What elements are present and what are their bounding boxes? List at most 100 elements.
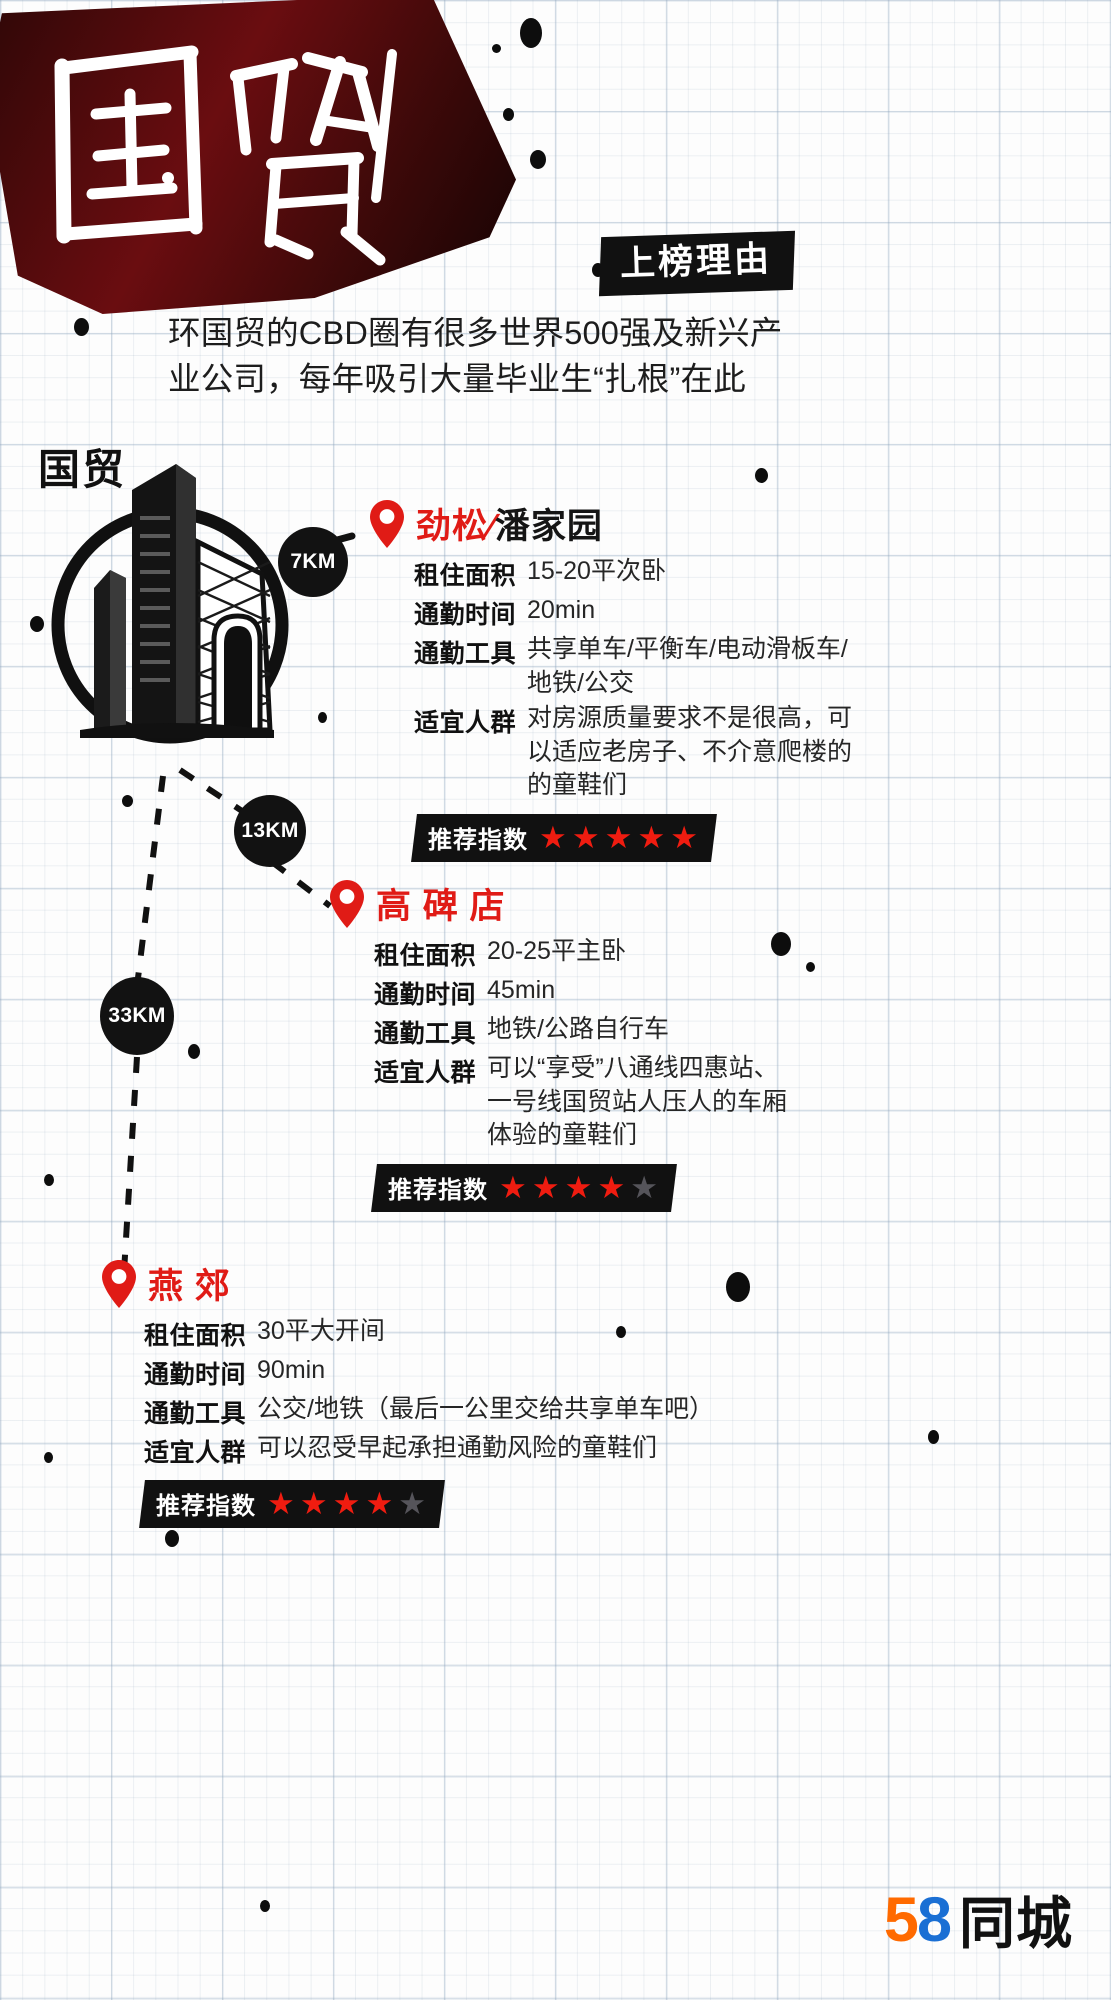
logo-digit-5: 5 <box>883 1884 919 1955</box>
detail-value-audience: 可以“享受”八通线四惠站、 一号线国贸站人压人的车厢 体验的童鞋们 <box>487 1052 787 1153</box>
detail-row-audience: 适宜人群 对房源质量要求不是很高，可 以适应老房子、不介意爬楼的 的童鞋们 <box>414 702 1068 803</box>
location-name-primary: 燕 郊 <box>148 1267 231 1306</box>
detail-value-audience: 可以忍受早起承担通勤风险的童鞋们 <box>257 1432 657 1469</box>
detail-value-line: 30平大开间 <box>257 1317 385 1345</box>
location-block-yanjiao: 燕 郊 租住面积 30平大开间 通勤时间 90min 通勤工具 公交/地铁（最后… <box>100 1258 880 1528</box>
detail-value-line: 可以忍受早起承担通勤风险的童鞋们 <box>257 1434 658 1462</box>
detail-value-line: 地铁/公路自行车 <box>487 1015 669 1043</box>
detail-row-audience: 适宜人群 可以忍受早起承担通勤风险的童鞋们 <box>144 1432 880 1469</box>
detail-value-line: 公交/地铁（最后一公里交给共享单车吧） <box>257 1395 714 1423</box>
reason-badge-label: 上榜理由 <box>619 239 773 284</box>
location-name-secondary: 潘家园 <box>494 507 603 546</box>
detail-row-transport: 通勤工具 地铁/公路自行车 <box>374 1013 1028 1050</box>
detail-value-line: 20-25平主卧 <box>487 937 626 965</box>
location-header: 劲松∕潘家园 <box>368 498 1068 549</box>
distance-badge-7km: 7KM <box>278 527 348 597</box>
detail-value-audience: 对房源质量要求不是很高，可 以适应老房子、不介意爬楼的 的童鞋们 <box>527 702 852 803</box>
star-icon: ★ <box>539 819 567 855</box>
location-name-separator: ∕ <box>488 507 495 546</box>
location-block-gaobeidian: 高 碑 店 租住面积 20-25平主卧 通勤时间 45min 通勤工具 地铁/公… <box>328 878 1028 1212</box>
ink-blob <box>530 150 546 169</box>
ink-blob <box>44 1174 54 1186</box>
star-rating: ★★★★★ <box>267 1486 427 1521</box>
ink-blob <box>122 795 133 807</box>
star-icon: ★ <box>499 1169 527 1205</box>
star-rating: ★★★★★ <box>499 1169 658 1205</box>
detail-row-transport: 通勤工具 共享单车/平衡车/电动滑板车/ 地铁/公交 <box>414 633 1068 700</box>
reason-badge: 上榜理由 <box>598 230 796 297</box>
detail-value-line: 对房源质量要求不是很高，可 <box>527 704 853 732</box>
detail-row-audience: 适宜人群 可以“享受”八通线四惠站、 一号线国贸站人压人的车厢 体验的童鞋们 <box>374 1052 1028 1153</box>
detail-row-time: 通勤时间 45min <box>374 974 1028 1011</box>
detail-value-line: 15-20平次卧 <box>527 557 666 585</box>
ink-blob <box>492 44 501 53</box>
ink-blob <box>74 318 89 336</box>
detail-value-transport: 共享单车/平衡车/电动滑板车/ 地铁/公交 <box>527 633 848 700</box>
map-pin-icon <box>328 879 366 929</box>
location-block-jinsong-panjiayuan: 劲松∕潘家园 租住面积 15-20平次卧 通勤时间 20min 通勤工具 共享单… <box>368 498 1068 862</box>
detail-value-line: 一号线国贸站人压人的车厢 <box>487 1087 788 1116</box>
star-icon: ★ <box>332 1486 361 1521</box>
star-icon: ★ <box>564 1169 593 1205</box>
detail-label-audience: 适宜人群 <box>414 709 517 737</box>
ink-blob <box>260 1900 270 1912</box>
detail-label-audience: 适宜人群 <box>144 1439 247 1467</box>
ink-blob <box>771 932 791 956</box>
emblem-label: 国贸 <box>38 446 127 493</box>
ink-blob <box>188 1044 200 1059</box>
detail-row-area: 租住面积 30平大开间 <box>144 1315 880 1352</box>
star-icon: ★ <box>398 1486 427 1521</box>
location-detail-rows: 租住面积 30平大开间 通勤时间 90min 通勤工具 公交/地铁（最后一公里交… <box>144 1315 880 1469</box>
ink-blob <box>520 18 542 48</box>
map-pin-icon <box>368 499 406 549</box>
description-text: 环国贸的CBD圈有很多世界500强及新兴产 业公司，每年吸引大量毕业生“扎根”在… <box>168 310 868 402</box>
detail-value-area: 20-25平主卧 <box>487 935 626 972</box>
brush-title-guomao <box>40 28 470 278</box>
guomao-building-emblem <box>48 430 298 760</box>
detail-value-transport: 公交/地铁（最后一公里交给共享单车吧） <box>257 1393 714 1430</box>
detail-value-line: 20min <box>527 596 596 624</box>
ink-blob <box>503 108 514 121</box>
detail-row-time: 通勤时间 90min <box>144 1354 880 1391</box>
detail-value-area: 15-20平次卧 <box>527 555 666 592</box>
detail-value-transport: 地铁/公路自行车 <box>487 1013 669 1050</box>
ink-blob <box>165 1530 179 1547</box>
map-pin-icon <box>100 1259 138 1309</box>
detail-label-transport: 通勤工具 <box>414 640 517 668</box>
star-icon: ★ <box>365 1486 394 1521</box>
detail-value-time: 20min <box>527 594 595 631</box>
location-name-primary: 劲松 <box>416 507 489 546</box>
ink-blob <box>44 1452 53 1463</box>
location-name: 劲松∕潘家园 <box>416 498 603 549</box>
rating-bar: 推荐指数 ★★★★★ <box>371 1163 677 1212</box>
rating-bar: 推荐指数 ★★★★★ <box>139 1480 445 1528</box>
detail-row-time: 通勤时间 20min <box>414 594 1068 631</box>
detail-label-area: 租住面积 <box>144 1322 247 1350</box>
location-detail-rows: 租住面积 15-20平次卧 通勤时间 20min 通勤工具 共享单车/平衡车/电… <box>414 555 1068 803</box>
detail-value-time: 90min <box>257 1354 325 1391</box>
ink-blob <box>616 1326 626 1338</box>
ink-blob <box>726 1272 750 1302</box>
ink-blob <box>806 962 815 972</box>
ink-blob <box>318 712 327 723</box>
detail-value-time: 45min <box>487 974 555 1011</box>
description-line-1: 环国贸的CBD圈有很多世界500强及新兴产 <box>168 315 783 351</box>
star-icon: ★ <box>597 1169 626 1205</box>
logo-digit-8: 8 <box>916 1884 952 1955</box>
detail-label-transport: 通勤工具 <box>144 1400 247 1428</box>
location-name-primary: 高 碑 店 <box>376 887 506 926</box>
detail-label-audience: 适宜人群 <box>374 1059 477 1087</box>
rating-label: 推荐指数 <box>156 1493 257 1520</box>
logo-wordmark: 同城 <box>959 1892 1073 1955</box>
location-name: 燕 郊 <box>148 1258 231 1309</box>
star-icon: ★ <box>531 1169 560 1205</box>
detail-row-area: 租住面积 15-20平次卧 <box>414 555 1068 592</box>
detail-label-time: 通勤时间 <box>144 1361 247 1389</box>
rating-label: 推荐指数 <box>428 826 529 854</box>
rating-label: 推荐指数 <box>388 1176 489 1204</box>
star-icon: ★ <box>637 819 666 855</box>
detail-value-line: 45min <box>487 976 556 1004</box>
